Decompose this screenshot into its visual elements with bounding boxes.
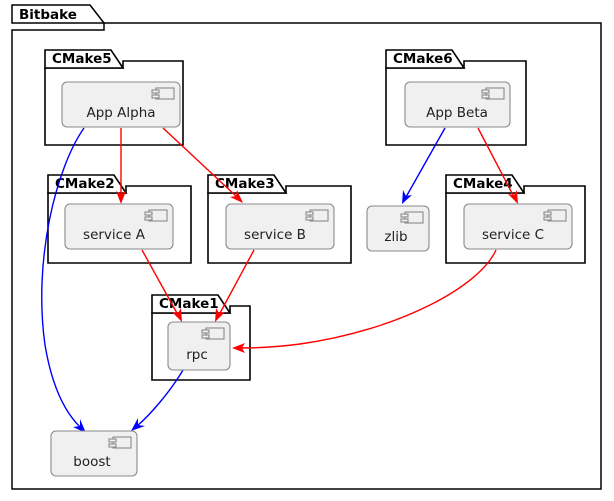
edge-app-alpha-to-boost [41,127,86,433]
uml-component-icon [481,87,505,100]
frame-bitbake-title: Bitbake [19,7,77,23]
component-app-alpha[interactable]: App Alpha [61,81,181,128]
package-cmake5-tab [44,49,125,69]
uml-component-icon [543,209,567,222]
component-app-beta[interactable]: App Beta [404,81,511,128]
component-service-c-label: service C [482,227,544,243]
component-rpc[interactable]: rpc [167,321,231,371]
edge-service-c-to-rpc [232,249,497,353]
component-service-b-label: service B [244,227,306,243]
edge-service-a-to-rpc [141,249,182,322]
package-cmake6-tab [385,49,466,69]
frame-bitbake-tab [11,4,106,24]
uml-component-icon [305,209,329,222]
component-app-alpha-box [61,81,181,128]
component-zlib-label: zlib [384,229,407,245]
edge-app-alpha-to-service-b [162,127,243,203]
uml-component-icon [151,87,175,100]
package-cmake5-label: CMake5 [52,51,112,67]
uml-component-icon [400,211,424,224]
component-service-c[interactable]: service C [463,203,573,250]
component-service-a-label: service A [83,227,146,243]
package-cmake4-label: CMake4 [453,176,513,192]
component-service-b[interactable]: service B [225,203,335,250]
package-cmake1-tab [151,294,232,314]
component-boost[interactable]: boost [50,430,138,477]
edge-service-b-to-rpc [215,249,255,322]
package-cmake2-label: CMake2 [55,176,115,192]
package-cmake3-label: CMake3 [215,176,275,192]
package-cmake1-label: CMake1 [159,296,219,312]
component-app-alpha-label: App Alpha [86,105,155,121]
component-app-beta-label: App Beta [426,105,488,121]
edge-app-beta-to-zlib [402,127,446,204]
uml-component-icon [201,327,225,340]
edge-app-alpha-to-service-a [116,128,126,204]
component-zlib[interactable]: zlib [366,205,430,252]
package-cmake2-tab [47,174,128,194]
package-cmake6-label: CMake6 [393,51,453,67]
component-rpc-label: rpc [186,347,208,363]
edge-rpc-to-boost [131,369,184,431]
component-boost-label: boost [73,454,110,470]
uml-component-icon [108,436,132,449]
component-service-a[interactable]: service A [64,203,174,250]
edge-app-beta-to-service-c [477,127,518,204]
uml-component-icon [144,209,168,222]
